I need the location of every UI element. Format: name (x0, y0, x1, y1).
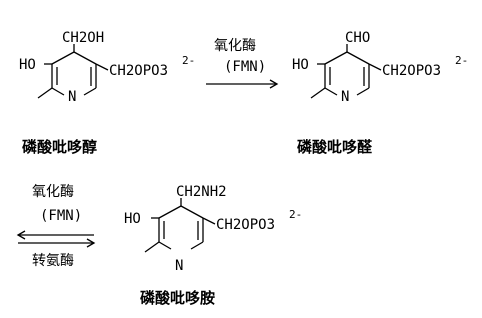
arrow-oxidase: 氧化酶 (FMN) (206, 38, 279, 89)
arrow-head (269, 79, 279, 89)
ring-bond (346, 51, 370, 65)
methyl-bond (310, 87, 326, 99)
molecule-pyridoxal-phosphate: CHO CH2OPO3 2- HO N 磷酸吡哆醛 (292, 30, 468, 156)
substituent-left: HO (19, 57, 36, 73)
ring-nitrogen: N (341, 89, 349, 105)
ring-bond (158, 205, 182, 219)
molecule-pyridoxamine-phosphate: CH2NH2 CH2OPO3 2- HO N 磷酸吡哆胺 (124, 184, 302, 307)
charge: 2- (182, 54, 195, 67)
bond-right (202, 217, 216, 225)
charge: 2- (289, 208, 302, 221)
substituent-left: HO (292, 57, 309, 73)
substituent-top: CH2OH (62, 30, 104, 46)
arrow-reversible: 氧化酶 (FMN) 转氨酶 (16, 184, 96, 269)
ring-bond (324, 87, 338, 96)
bond-right (368, 63, 382, 71)
substituent-right: CH2OPO3 (109, 63, 168, 79)
ring-bond (51, 87, 65, 96)
substituent-right: CH2OPO3 (382, 63, 441, 79)
bond-right (95, 63, 109, 71)
ring-nitrogen: N (175, 258, 183, 274)
arrow-enzyme-label: 氧化酶 (214, 38, 256, 54)
arrow-head-left (16, 230, 26, 240)
molecule-name: 磷酸吡哆胺 (140, 289, 215, 307)
ring-bond (51, 51, 75, 65)
charge: 2- (455, 54, 468, 67)
substituent-right: CH2OPO3 (216, 217, 275, 233)
molecule-name: 磷酸吡哆醇 (22, 138, 97, 156)
ring-bond (158, 241, 172, 250)
arrow-cofactor-label: (FMN) (224, 59, 266, 75)
ring-bond (356, 87, 370, 96)
ring-nitrogen: N (68, 89, 76, 105)
methyl-bond (144, 241, 160, 253)
arrow-enzyme-top-label: 氧化酶 (32, 184, 74, 200)
molecule-pyridoxine-phosphate: CH2OH CH2OPO3 2- HO N 磷酸吡哆醇 (19, 30, 195, 156)
arrow-head-right (86, 238, 96, 248)
arrow-enzyme-bottom-label: 转氨酶 (32, 253, 74, 269)
ring-bond (180, 205, 204, 219)
substituent-top: CHO (345, 30, 370, 46)
substituent-left: HO (124, 211, 141, 227)
ring-bond (324, 51, 348, 65)
substituent-top: CH2NH2 (176, 184, 227, 200)
methyl-bond (37, 87, 53, 99)
molecule-name: 磷酸吡哆醛 (297, 138, 373, 156)
ring-bond (73, 51, 97, 65)
arrow-cofactor-label: (FMN) (40, 208, 82, 224)
ring-bond (190, 241, 204, 250)
ring-bond (83, 87, 97, 96)
